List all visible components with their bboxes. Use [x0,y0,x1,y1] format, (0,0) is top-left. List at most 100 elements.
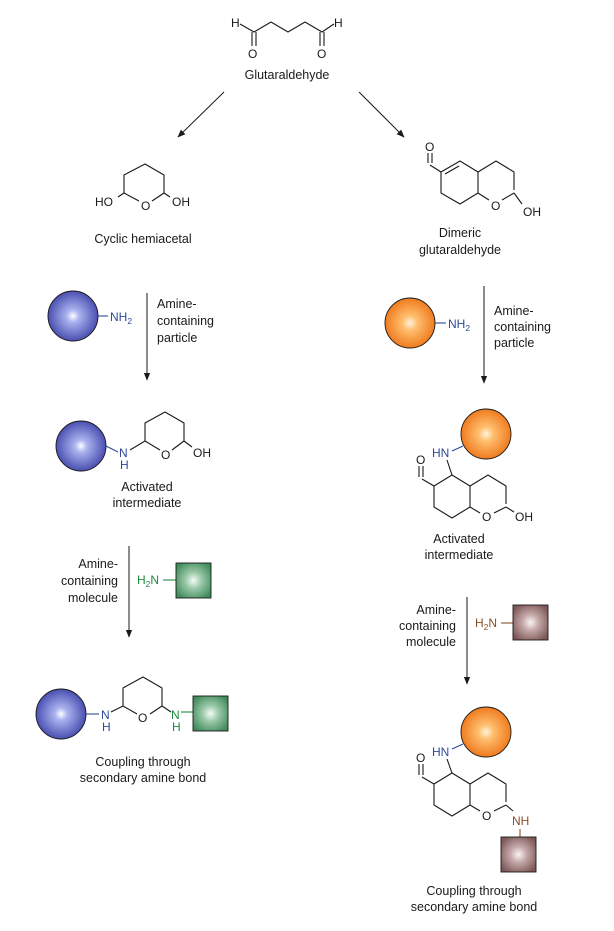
int-left-ring-ol [144,440,161,451]
label-activated-left-2: intermediate [113,496,182,510]
label-amine-molecule-right-3: molecule [406,635,456,649]
label-dimeric-line2: glutaraldehyde [419,243,501,257]
atom-final-right-ring-o: O [482,809,491,823]
arrow-to-dimeric [358,91,405,138]
label-amine-particle-right-1: Amine- [494,304,534,318]
label-amine-particle-left-1: Amine- [157,297,197,311]
hemiacetal-ring-intermediate-left: O OH [144,411,211,462]
atom-nh2-right: NH2 [448,317,470,333]
label-amine-particle-left-3: particle [157,331,197,345]
atom-dimer-ring-o: O [491,199,500,213]
label-dimeric-line1: Dimeric [439,226,481,240]
label-amine-particle-right-2: containing [494,320,551,334]
bond-hn-ring-right [446,459,453,476]
atom-n-h-final-green: H [172,720,181,734]
cyclic-hemiacetal-structure: O HO OH [95,163,190,213]
bond-c-oh-left [117,192,125,198]
final-right-cho [421,776,435,785]
blue-particle-intermediate [55,420,107,472]
bond-ring-nh-final-right [505,804,514,812]
int-left-ring-or [171,440,185,451]
final-left-ring-top [122,676,163,706]
final-right-ring-ol [469,804,481,812]
atom-dimer-o-aldehyde: O [425,140,434,154]
bond-particle-hn-right [451,445,464,452]
bond-ring-n-final-right [161,705,172,713]
final-right-ring-right-top [469,772,507,802]
bond-hn-ring-final [446,758,453,774]
atom-n-final-left: N [101,708,110,722]
int-right-ring-right-top [469,474,507,504]
atom-o-left: O [248,47,257,61]
dimeric-glutaraldehyde-structure: O O OH [425,140,541,219]
orange-particle-final [460,706,512,758]
glutaraldehyde-chain [239,21,335,33]
fused-ring-intermediate-right: O O OH [416,453,533,524]
int-right-c-oh [505,506,515,513]
atom-hn-right: HN [432,446,449,460]
atom-n-h-left: H [120,458,129,472]
glutaraldehyde-structure: H H O O [231,16,343,61]
atom-h2n-right: H2N [475,616,497,632]
label-amine-molecule-left-1: Amine- [78,557,118,571]
bond-dimer-c-oh [513,192,523,205]
bond-particle-hn-final [451,743,464,750]
label-activated-right-2: intermediate [425,548,494,562]
int-right-ring-left [433,474,471,519]
fused-ring-final-right: O O [416,751,507,823]
label-activated-right-1: Activated [433,532,484,546]
label-coupling-right-2: secondary amine bond [411,900,538,914]
atom-h2n-left: H2N [137,573,159,589]
hemiacetal-ring-top [123,163,165,193]
atom-final-right-o-aldehyde: O [416,751,425,765]
bond-particle-n-left [105,445,119,453]
hemiacetal-ring-or [151,192,165,202]
atom-oh: OH [172,195,190,209]
atom-int-right-ring-o: O [482,510,491,524]
final-left-ring-ol [122,705,138,715]
label-amine-molecule-left-2: containing [61,574,118,588]
green-molecule-square-final [192,695,229,732]
orange-particle-intermediate [460,408,512,460]
atom-int-right-o-aldehyde: O [416,453,425,467]
coupled-ring-left: O [122,676,163,725]
label-amine-molecule-right-1: Amine- [416,603,456,617]
int-right-ring-ol [469,506,481,514]
atom-hn-final-right: HN [432,745,449,759]
final-right-ring-left [433,772,471,817]
bond-dimer-cho [429,164,442,173]
dimer-ring-left [440,160,479,205]
atom-int-right-oh: OH [515,510,533,524]
atom-h-left: H [231,16,240,30]
int-left-c-oh [183,440,193,448]
atom-int-left-oh: OH [193,446,211,460]
green-molecule-square [175,562,212,599]
dimer-ring-left-double [444,165,460,175]
blue-particle-final [35,688,87,740]
atom-o-right: O [317,47,326,61]
final-right-ring-or [493,804,507,812]
orange-particle [384,297,436,349]
brown-molecule-square-final [500,836,537,873]
label-coupling-left-2: secondary amine bond [80,771,207,785]
label-amine-molecule-left-3: molecule [68,591,118,605]
label-amine-particle-left-2: containing [157,314,214,328]
label-activated-left-1: Activated [121,480,172,494]
arrow-to-hemiacetal [177,91,225,138]
bond-n-ring-left [129,440,146,451]
label-cyclic-hemiacetal: Cyclic hemiacetal [94,232,191,246]
label-amine-molecule-right-2: containing [399,619,456,633]
int-right-cho [421,478,435,487]
atom-n-final-green: N [171,708,180,722]
atom-ho: HO [95,195,113,209]
label-amine-particle-right-3: particle [494,336,534,350]
atom-int-left-o: O [161,448,170,462]
label-coupling-left-1: Coupling through [95,755,190,769]
atom-n-h-final-left: H [102,720,111,734]
bond-c-oh-right [163,192,171,198]
atom-n-left: N [119,446,128,460]
atom-nh2-left: NH2 [110,310,132,326]
atom-h-right: H [334,16,343,30]
atom-nh-final-right: NH [512,814,529,828]
